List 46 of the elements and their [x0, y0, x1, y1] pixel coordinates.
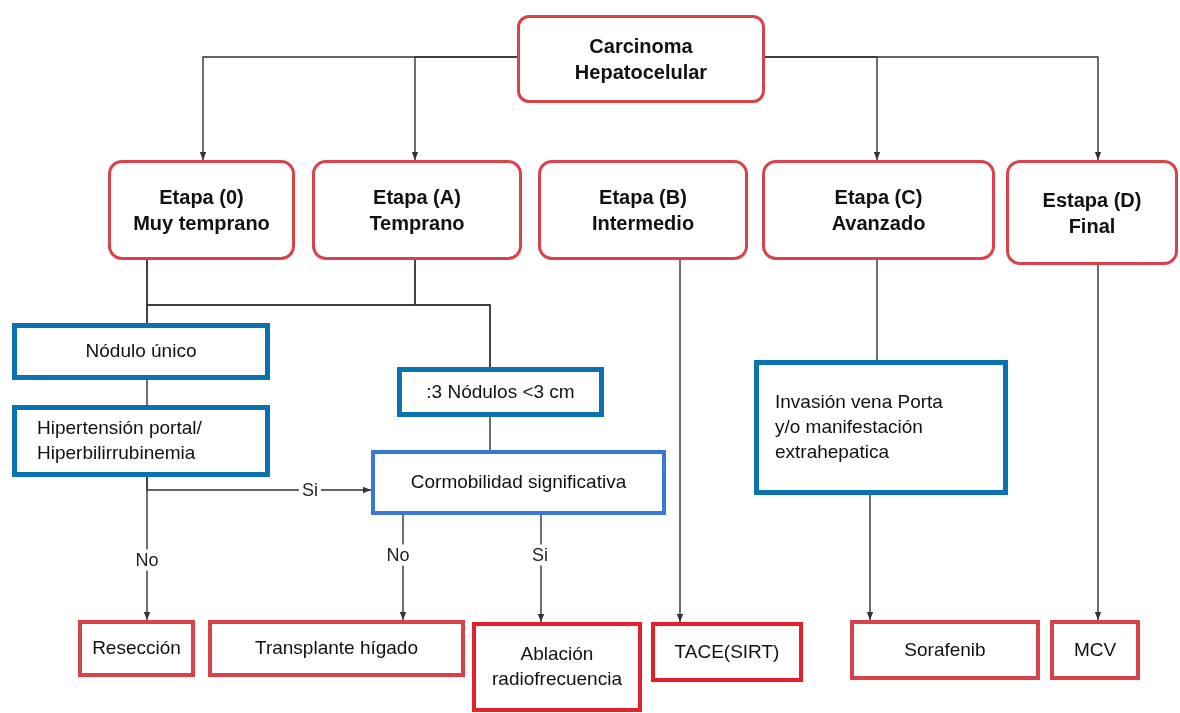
stage-box [762, 160, 995, 260]
process-box [208, 620, 465, 677]
process-box [850, 620, 1040, 680]
process-box [371, 450, 666, 515]
node-text: Carcinoma Hepatocelular [573, 34, 709, 85]
node-text: Etapa (C) [834, 185, 923, 210]
connector-arrow [676, 259, 684, 623]
process-box [78, 620, 195, 677]
node-text: Invasión vena Porta y/o manifestación extrahepatica [775, 390, 944, 464]
stage-box [108, 160, 295, 260]
node-text: TACE(SIRT) [674, 639, 780, 664]
process-box [12, 323, 270, 380]
node-text: Cormobilidad significativa [410, 470, 627, 495]
stage-box [1006, 160, 1178, 265]
node-text: Intermedio [591, 211, 695, 236]
node-text: Etapa (0) [159, 185, 244, 210]
node-text: :3 Nódulos <3 cm [426, 379, 575, 404]
process-box [651, 622, 803, 682]
node-text: Hipertensión portal/ Hiperbilirrubinemia [37, 416, 203, 465]
process-box [754, 360, 1008, 495]
node-text: Sorafenib [904, 637, 986, 662]
node-text: Etapa (B) [599, 185, 687, 210]
connector-arrow [866, 494, 874, 621]
stage-box [517, 15, 765, 103]
connector-arrow [146, 476, 372, 494]
node-text: Resección [92, 636, 181, 661]
node-text: Final [1068, 213, 1116, 239]
connector-arrow [1094, 264, 1102, 621]
process-box [12, 405, 270, 477]
process-box [472, 622, 642, 712]
node-text: Etapa (A) [373, 185, 461, 210]
node-text: MCV [1073, 637, 1117, 662]
node-text: Ablación radiofrecuencia [491, 642, 623, 691]
connector-arrow [764, 56, 1102, 161]
process-box [397, 367, 604, 417]
node-text: Nódulo único [85, 339, 197, 364]
connector-arrow [411, 56, 518, 161]
node-text: Transplante hígado [255, 636, 418, 661]
process-box [1050, 620, 1140, 680]
node-text: Estapa (D) [1042, 187, 1142, 213]
node-text: Muy temprano [133, 211, 270, 236]
stage-box [312, 160, 522, 260]
node-text: Temprano [369, 211, 465, 236]
node-text: Avanzado [831, 211, 926, 236]
connector-arrow [537, 514, 545, 623]
stage-box [538, 160, 748, 260]
